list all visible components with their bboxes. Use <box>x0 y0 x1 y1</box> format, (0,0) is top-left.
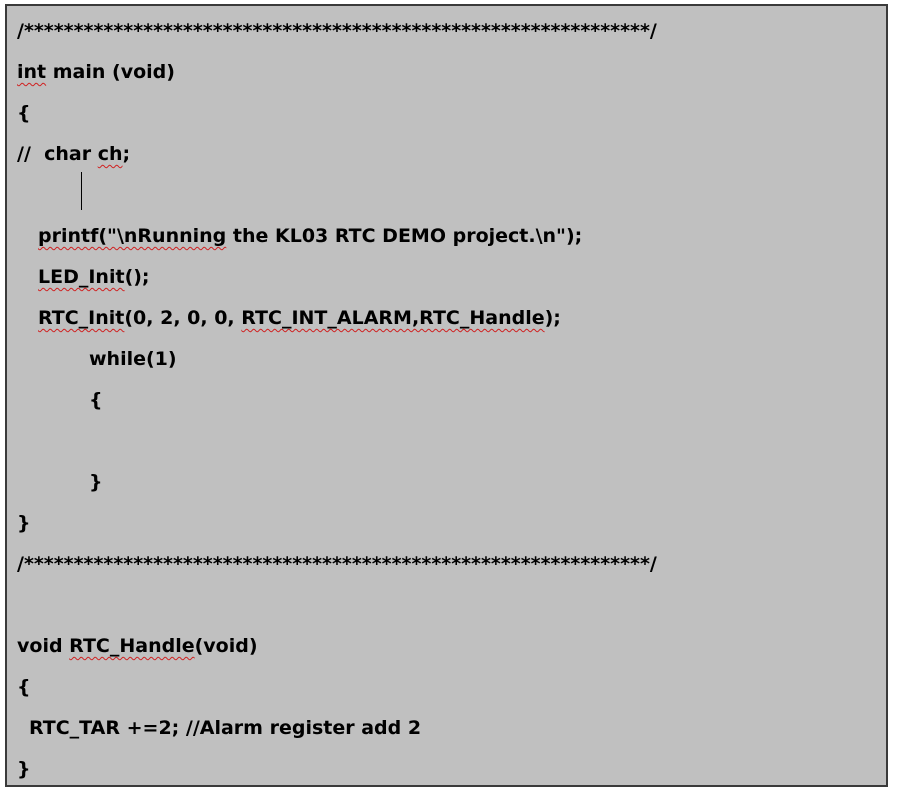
rtc-alarm-handle-args: RTC_INT_ALARM,RTC_Handle <box>241 307 545 329</box>
main-signature-rest: main (void) <box>46 61 175 83</box>
code-line-open-brace: { <box>17 102 31 124</box>
code-line-printf: printf("\nRunning the KL03 RTC DEMO proj… <box>38 221 582 251</box>
handler-name: RTC_Handle <box>69 635 195 657</box>
code-line-rtc-init: RTC_Init(0, 2, 0, 0, RTC_INT_ALARM,RTC_H… <box>38 303 561 333</box>
code-line-handler-close-brace: } <box>17 758 31 780</box>
code-line-while: while(1) <box>89 348 177 370</box>
printf-call: printf("\nRunning <box>38 225 227 247</box>
led-init-parens: (); <box>124 266 150 288</box>
code-line-while-open-brace: { <box>89 389 103 411</box>
keyword-int: int <box>17 61 47 83</box>
code-line-separator-bottom: /***************************************… <box>17 553 657 575</box>
led-init-call: LED_Init <box>38 266 125 288</box>
comment-ch: ch <box>97 143 123 165</box>
code-line-separator-top: /***************************************… <box>17 20 657 42</box>
code-line-main-close-brace: } <box>17 512 31 534</box>
code-line-led-init: LED_Init(); <box>38 262 150 292</box>
printf-rest: the KL03 RTC DEMO project.\n"); <box>226 225 583 247</box>
code-line-main-signature: int main (void) <box>17 57 175 87</box>
code-listing: /***************************************… <box>5 4 888 787</box>
code-line-handler-open-brace: { <box>17 676 31 698</box>
code-line-while-close-brace: } <box>89 471 103 493</box>
comment-semicolon: ; <box>122 143 131 165</box>
text-caret <box>81 172 82 210</box>
code-line-alarm-increment: RTC_TAR +=2; //Alarm register add 2 <box>29 717 422 739</box>
rtc-init-call: RTC_Init <box>38 307 125 329</box>
rtc-init-args: (0, 2, 0, 0, <box>124 307 242 329</box>
code-line-handler-signature: void RTC_Handle(void) <box>17 631 258 661</box>
comment-prefix: // char <box>17 143 98 165</box>
keyword-void: void <box>17 635 70 657</box>
rtc-init-close: ); <box>544 307 561 329</box>
handler-params: (void) <box>194 635 258 657</box>
code-line-comment: // char ch; <box>17 139 130 169</box>
